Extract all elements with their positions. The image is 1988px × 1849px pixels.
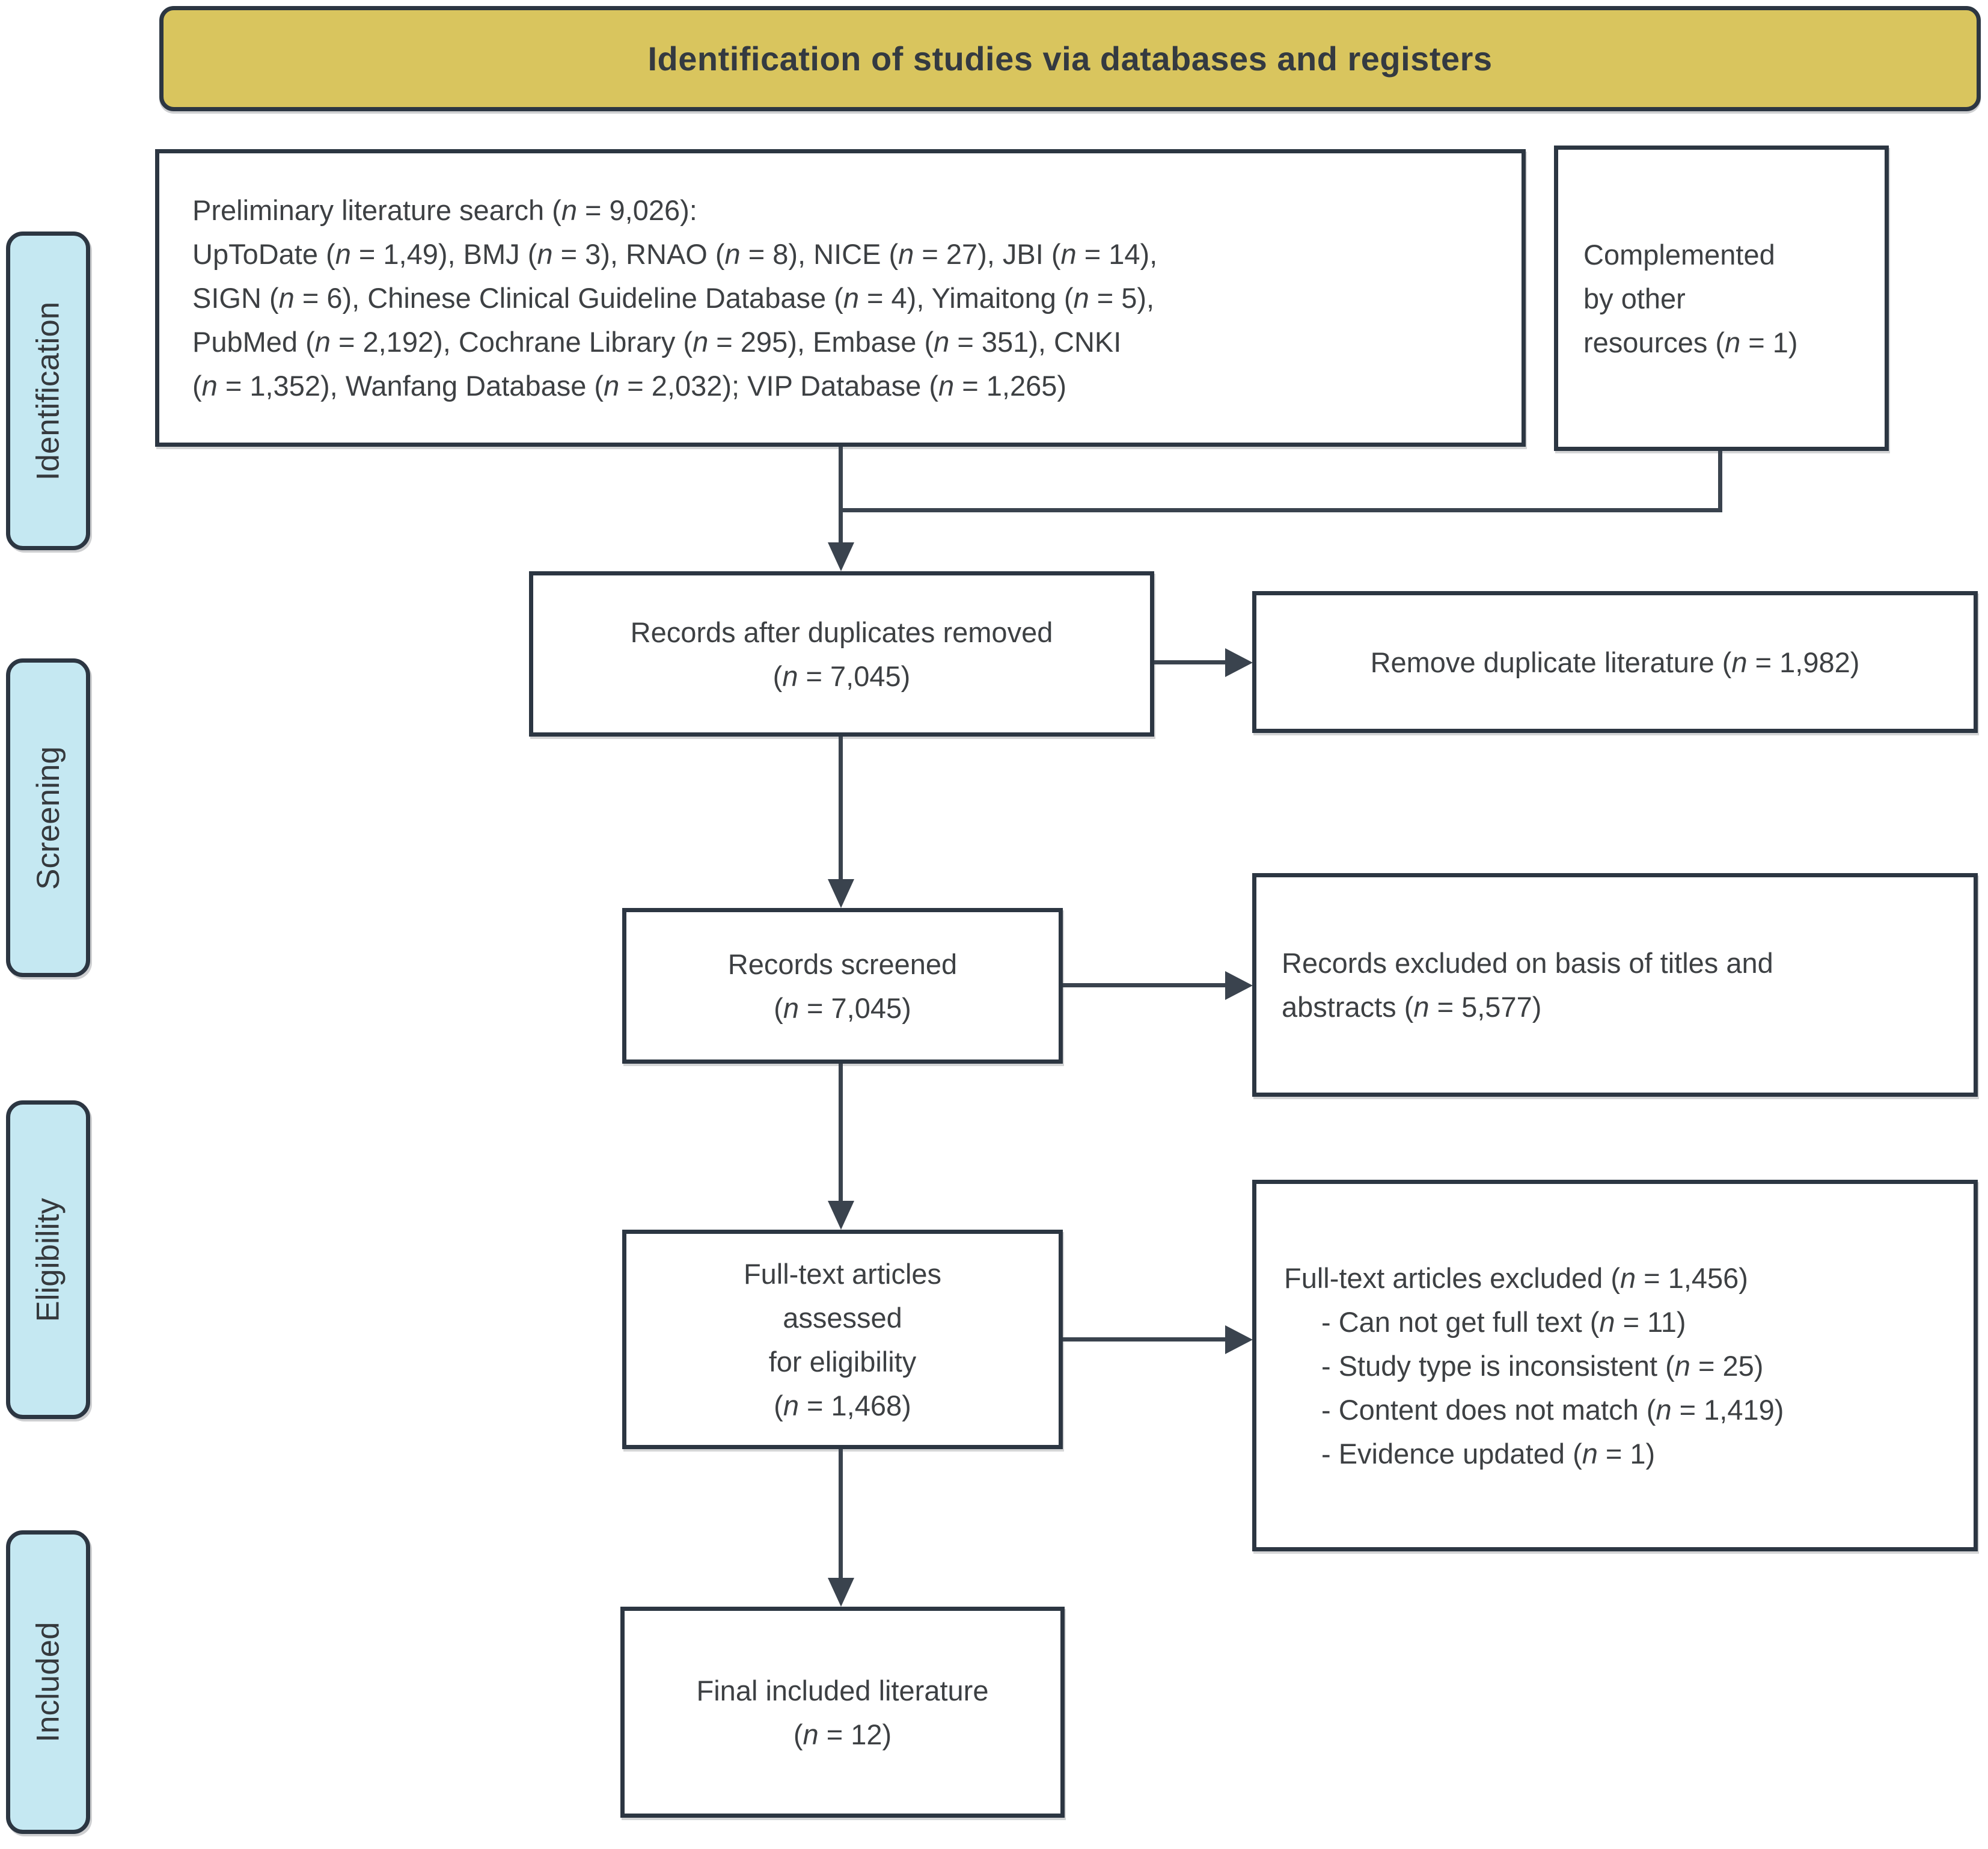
arrow-down-icon — [828, 879, 854, 908]
preliminary-search-box: Preliminary literature search (n = 9,026… — [155, 149, 1526, 447]
stage-label-eligibility: Eligibility — [6, 1100, 90, 1419]
connector-horizontal-line — [1063, 1337, 1228, 1342]
box-text-line: assessed — [783, 1301, 902, 1334]
stage-label-identification: Identification — [6, 232, 90, 550]
connector-vertical-line — [839, 737, 843, 881]
arrow-right-icon — [1225, 648, 1253, 677]
box-text-line: Preliminary literature search (n = 9,026… — [192, 194, 697, 226]
box-text-line: Records screened — [727, 948, 958, 980]
box-text-line: Final included literature — [696, 1674, 989, 1706]
records-excluded-box: Records excluded on basis of titles and … — [1252, 873, 1978, 1097]
records-after-duplicates-box: Records after duplicates removed (n = 7,… — [529, 571, 1154, 737]
complemented-resources-box: Complemented by other resources (n = 1) — [1554, 146, 1889, 451]
box-text-line: (n = 7,045) — [772, 660, 911, 692]
arrow-down-icon — [828, 1201, 854, 1230]
box-text-line: for eligibility — [768, 1345, 917, 1378]
banner: Identification of studies via databases … — [159, 6, 1981, 111]
stage-label-text: Identification — [30, 301, 66, 480]
banner-title: Identification of studies via databases … — [647, 40, 1493, 78]
connector-horizontal-line — [839, 508, 1722, 512]
box-text-line: (n = 1,468) — [774, 1389, 911, 1421]
box-text-line: Full-text articles excluded (n = 1,456) — [1284, 1262, 1748, 1294]
box-text-line: (n = 12) — [793, 1718, 892, 1750]
connector-horizontal-line — [1154, 660, 1228, 664]
stage-label-included: Included — [6, 1530, 90, 1834]
box-text-line: PubMed (n = 2,192), Cochrane Library (n … — [192, 326, 1122, 358]
connector-vertical-line — [839, 1064, 843, 1203]
final-included-box: Final included literature (n = 12) — [620, 1607, 1065, 1818]
stage-label-screening: Screening — [6, 658, 90, 977]
box-text-line: Complemented — [1583, 238, 1775, 271]
arrow-right-icon — [1225, 971, 1253, 1000]
box-text-line: UpToDate (n = 1,49), BMJ (n = 3), RNAO (… — [192, 238, 1158, 270]
arrow-down-icon — [828, 542, 854, 571]
connector-vertical-line — [839, 1449, 843, 1580]
fulltext-assessed-box: Full-text articles assessed for eligibil… — [622, 1230, 1063, 1449]
box-text-line: Records after duplicates removed — [630, 616, 1053, 648]
box-text-line: Records excluded on basis of titles and — [1282, 947, 1773, 979]
connector-vertical-line — [839, 447, 843, 546]
connector-vertical-line — [1718, 451, 1722, 512]
box-text-line: SIGN (n = 6), Chinese Clinical Guideline… — [192, 282, 1155, 314]
exclusion-reason: - Study type is inconsistent (n = 25) — [1321, 1349, 1764, 1382]
box-text-line: Full-text articles — [743, 1257, 942, 1290]
box-text-line: abstracts (n = 5,577) — [1282, 991, 1542, 1023]
box-text-line: by other — [1583, 282, 1686, 314]
box-text-line: Remove duplicate literature (n = 1,982) — [1370, 646, 1860, 678]
connector-horizontal-line — [1063, 983, 1228, 987]
stage-label-text: Screening — [30, 746, 66, 890]
exclusion-reason: - Evidence updated (n = 1) — [1321, 1437, 1656, 1470]
arrow-right-icon — [1225, 1325, 1253, 1354]
exclusion-reason: - Content does not match (n = 1,419) — [1321, 1393, 1784, 1426]
exclusion-reason: - Can not get full text (n = 11) — [1321, 1305, 1686, 1338]
stage-label-text: Eligibility — [30, 1197, 66, 1322]
box-text-line: resources (n = 1) — [1583, 326, 1798, 358]
fulltext-excluded-box: Full-text articles excluded (n = 1,456) … — [1252, 1180, 1978, 1551]
box-text-line: (n = 1,352), Wanfang Database (n = 2,032… — [192, 370, 1067, 402]
remove-duplicates-box: Remove duplicate literature (n = 1,982) — [1252, 591, 1978, 733]
stage-label-text: Included — [30, 1622, 66, 1743]
box-text-line: (n = 7,045) — [774, 992, 911, 1024]
records-screened-box: Records screened (n = 7,045) — [622, 908, 1063, 1064]
arrow-down-icon — [828, 1578, 854, 1607]
